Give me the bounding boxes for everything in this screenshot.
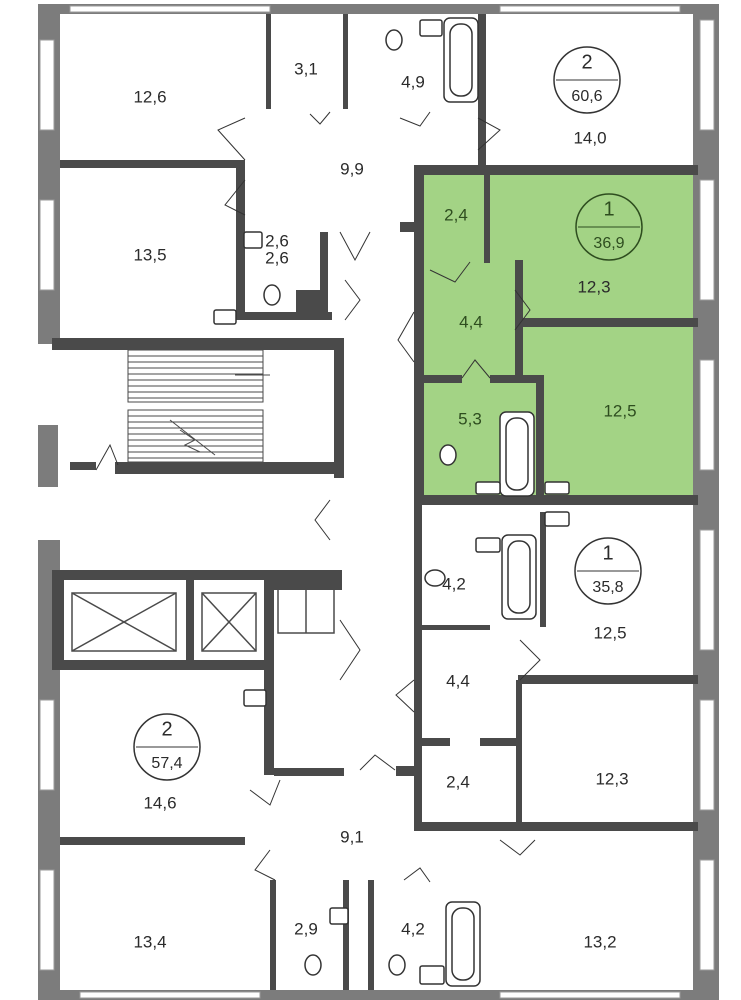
room-area[interactable]: 13,2 <box>583 932 616 951</box>
highlighted-apartment[interactable] <box>422 173 698 497</box>
door-swings <box>95 111 541 883</box>
room-area[interactable]: 5,3 <box>458 409 482 428</box>
windows <box>39 5 715 999</box>
highlighted-room-labels: 2,4 4,4 5,3 12,5 <box>444 205 636 428</box>
room-area[interactable]: 2,4 <box>444 205 468 224</box>
apartment-badge[interactable]: 1 35,8 <box>574 537 642 605</box>
apartment-rooms: 1 <box>602 542 613 564</box>
room-area[interactable]: 12,6 <box>133 87 166 106</box>
room-area[interactable]: 4,2 <box>442 574 466 593</box>
apartment-badge[interactable]: 2 57,4 <box>133 713 201 781</box>
room-area[interactable]: 12,3 <box>577 277 610 296</box>
apartment-rooms: 1 <box>603 198 614 220</box>
room-area[interactable]: 3,1 <box>294 59 318 78</box>
room-area[interactable]: 4,4 <box>446 671 470 690</box>
room-area[interactable]: 14,0 <box>573 128 606 147</box>
staircase <box>127 349 270 463</box>
apartment-area: 57,4 <box>151 755 182 772</box>
room-area[interactable]: 2,6 <box>265 248 289 267</box>
apartment-area: 60,6 <box>571 88 602 105</box>
interior-walls <box>52 14 698 990</box>
bathtub-icon <box>443 17 537 987</box>
apartment-area: 36,9 <box>593 235 624 252</box>
sink-icon <box>213 19 570 985</box>
room-area[interactable]: 12,5 <box>603 401 636 420</box>
room-area[interactable]: 13,4 <box>133 932 166 951</box>
room-labels: 12,6 3,1 4,9 14,0 9,9 13,5 2,6 2,6 12,3 … <box>133 59 628 951</box>
apartment-rooms: 2 <box>161 718 172 740</box>
room-area[interactable]: 9,1 <box>340 827 364 846</box>
room-area[interactable]: 4,2 <box>401 919 425 938</box>
room-area[interactable]: 4,4 <box>459 312 483 331</box>
toilet-icon <box>263 29 457 976</box>
room-area[interactable]: 14,6 <box>143 793 176 812</box>
room-area[interactable]: 2,6 <box>265 231 289 250</box>
room-area[interactable]: 12,3 <box>595 769 628 788</box>
room-area[interactable]: 2,9 <box>294 919 318 938</box>
apartment-badge[interactable]: 2 60,6 <box>553 46 621 114</box>
elevator-shafts <box>71 584 335 652</box>
room-area[interactable]: 13,5 <box>133 245 166 264</box>
room-area[interactable]: 4,9 <box>401 72 425 91</box>
apartment-area: 35,8 <box>592 579 623 596</box>
room-area[interactable]: 9,9 <box>340 159 364 178</box>
apartment-badge-highlighted[interactable]: 1 36,9 <box>575 193 643 261</box>
room-area[interactable]: 12,5 <box>593 623 626 642</box>
room-area[interactable]: 2,4 <box>446 772 470 791</box>
apartment-rooms: 2 <box>581 51 592 73</box>
